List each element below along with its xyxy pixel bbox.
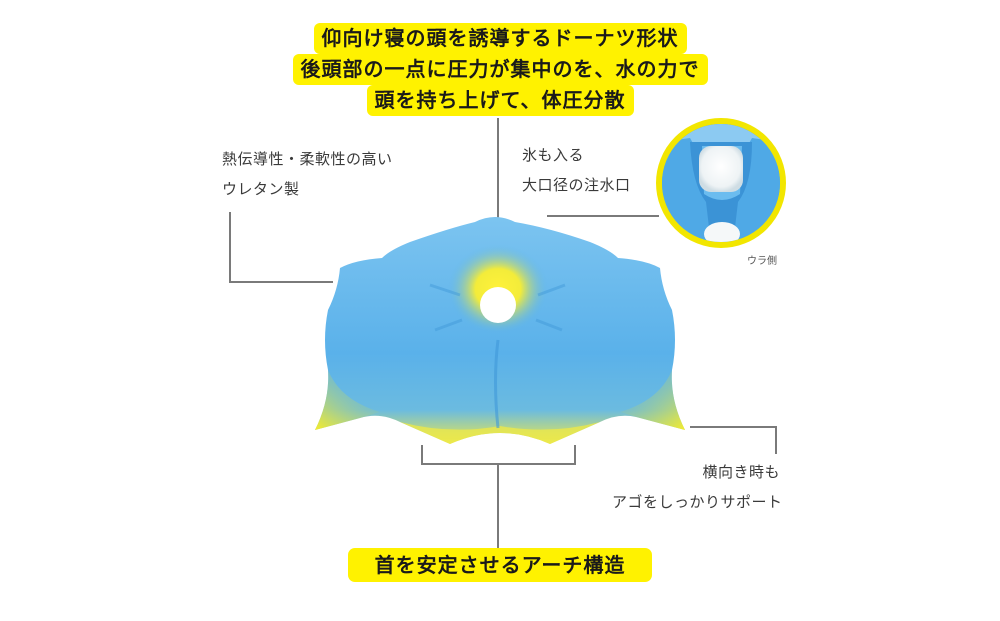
inset-back-side-view	[656, 118, 786, 248]
leader-line-headline	[497, 118, 499, 278]
callout-side-support-line-2: アゴをしっかりサポート	[612, 493, 783, 511]
callout-side-support-2: アゴをしっかりサポート	[612, 487, 783, 517]
bracket-bar	[421, 463, 576, 465]
headline-line-1: 仰向け寝の頭を誘導するドーナツ形状	[313, 23, 687, 54]
leader-line-side-vertical	[775, 426, 777, 454]
headline-line-3: 頭を持ち上げて、体圧分散	[366, 85, 634, 116]
callout-inlet: 氷も入る 大口径の注水口	[522, 140, 631, 200]
bracket-right	[574, 445, 576, 464]
leader-line-material-horizontal	[229, 281, 333, 283]
callout-inlet-line-2: 大口径の注水口	[522, 176, 631, 194]
bracket-left	[421, 445, 423, 464]
bracket-stem	[497, 463, 499, 548]
leader-line-inlet	[547, 215, 659, 217]
inset-caption: ウラ側	[747, 256, 777, 267]
callout-material: 熱伝導性・柔軟性の高い ウレタン製	[222, 144, 393, 204]
callout-side-support-line-1: 横向き時も	[702, 463, 780, 481]
pillow-illustration	[315, 217, 685, 444]
callout-material-line-2: ウレタン製	[222, 180, 300, 198]
center-hole	[480, 287, 516, 323]
neck-arch-label: 首を安定させるアーチ構造	[348, 548, 652, 582]
leader-line-material-vertical	[229, 212, 231, 282]
headline: 仰向け寝の頭を誘導するドーナツ形状 後頭部の一点に圧力が集中のを、水の力で 頭を…	[290, 23, 710, 116]
leader-line-side-horizontal	[690, 426, 776, 428]
callout-material-line-1: 熱伝導性・柔軟性の高い	[222, 150, 393, 168]
headline-line-2: 後頭部の一点に圧力が集中のを、水の力で	[292, 54, 708, 85]
callout-side-support: 横向き時も	[680, 457, 780, 487]
water-inlet-illustration	[662, 124, 780, 242]
callout-inlet-line-1: 氷も入る	[522, 146, 585, 164]
